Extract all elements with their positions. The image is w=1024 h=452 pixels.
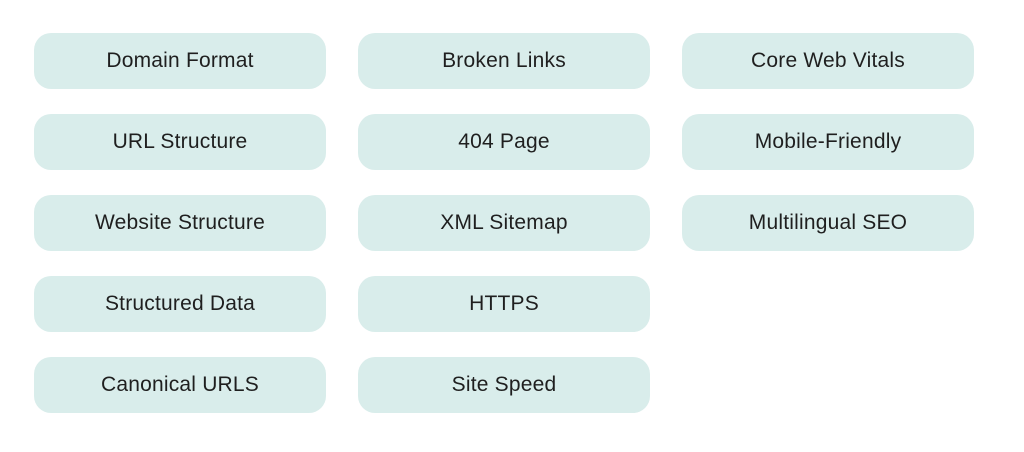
pill-url-structure: URL Structure [34,114,326,170]
pill-column-3: Core Web Vitals Mobile-Friendly Multilin… [682,33,974,413]
pill-grid: Domain Format URL Structure Website Stru… [34,33,974,413]
pill-xml-sitemap: XML Sitemap [358,195,650,251]
pill-core-web-vitals: Core Web Vitals [682,33,974,89]
pill-multilingual-seo: Multilingual SEO [682,195,974,251]
pill-website-structure: Website Structure [34,195,326,251]
pill-column-2: Broken Links 404 Page XML Sitemap HTTPS … [358,33,650,413]
pill-mobile-friendly: Mobile-Friendly [682,114,974,170]
pill-https: HTTPS [358,276,650,332]
pill-structured-data: Structured Data [34,276,326,332]
pill-column-1: Domain Format URL Structure Website Stru… [34,33,326,413]
pill-site-speed: Site Speed [358,357,650,413]
pill-domain-format: Domain Format [34,33,326,89]
pill-broken-links: Broken Links [358,33,650,89]
pill-canonical-urls: Canonical URLS [34,357,326,413]
pill-404-page: 404 Page [358,114,650,170]
